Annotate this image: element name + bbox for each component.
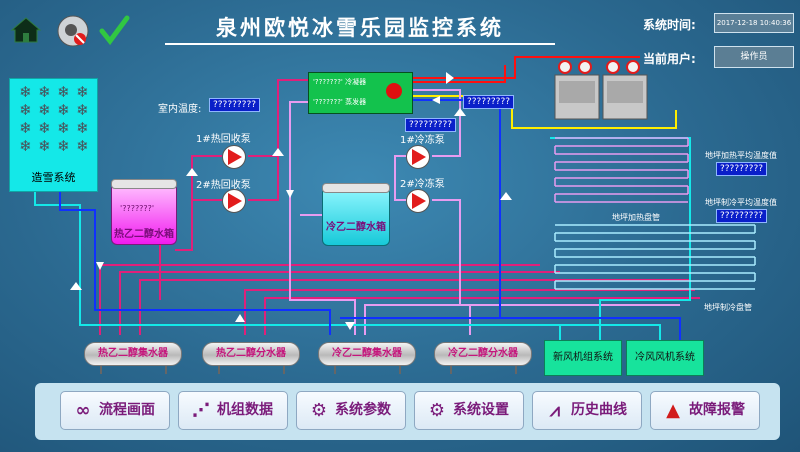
tank-cap [322,183,390,193]
snowflake-grid: ❄❄❄❄ ❄❄❄❄ ❄❄❄❄ ❄❄❄❄ [16,83,92,155]
header-leg [450,366,452,374]
current-user-button[interactable]: 操作员 [714,46,794,68]
current-user-label: 当前用户: [643,52,696,66]
cold-tank-label: 冷乙二醇水箱 [326,222,386,233]
nav-unit-data-label: 机组数据 [217,402,273,418]
snowflake-icon: ❄ [38,137,51,155]
system-time-value: 2017-12-18 10:40:36 [714,13,794,33]
hot-collector[interactable]: 热乙二醇集水器 [84,342,182,366]
snowflake-icon: ❄ [76,119,89,137]
gears-icon: ⚙ [310,400,328,421]
evaporator-temp-value: ????????? [463,95,514,109]
pump-arrow-icon [412,149,426,165]
snowflake-icon: ❄ [76,83,89,101]
cold-air-system[interactable]: 冷风风机系统 [626,340,704,376]
flow-arrows [70,72,512,330]
fresh-air-system[interactable]: 新风机组系统 [544,340,622,376]
snowflake-icon: ❄ [38,83,51,101]
snowflake-icon: ❄ [57,119,70,137]
snowflake-icon: ❄ [38,101,51,119]
recovery-pump-1-label: 1#热回收泵 [196,134,251,145]
indoor-temp-value: ????????? [209,98,260,112]
pump-arrow-icon [412,193,426,209]
snowflake-icon: ❄ [57,137,70,155]
alarm-mute-icon[interactable] [56,14,90,48]
header-leg [165,366,167,374]
nav-system-settings-label: 系统设置 [453,402,509,418]
flow-icon: ∞ [75,400,91,421]
cold-pump-2-label: 2#冷冻泵 [400,179,445,190]
nav-history-curve-label: 历史曲线 [571,402,627,418]
cold-pump-1-label: 1#冷冻泵 [400,135,445,146]
evaporator-text: '???????' 蒸发器 [313,98,367,106]
condenser-evaporator-unit[interactable]: '???????' 冷凝器 '???????' 蒸发器 [308,72,413,114]
alarm-light-icon: ▲ [666,400,680,421]
hot-distributor[interactable]: 热乙二醇分水器 [202,342,300,366]
cold-pump-2[interactable] [406,189,430,213]
snowflake-icon: ❄ [57,101,70,119]
header-leg [334,366,336,374]
nav-unit-data-button[interactable]: ⋰ 机组数据 [178,391,288,430]
system-time-label: 系统时间: [643,18,696,32]
cold-distributor[interactable]: 冷乙二醇分水器 [434,342,532,366]
snowflake-icon: ❄ [19,119,32,137]
unit-data-icon: ⋰ [192,400,210,421]
nav-system-params-button[interactable]: ⚙ 系统参数 [296,391,406,430]
nav-system-settings-button[interactable]: ⚙ 系统设置 [414,391,524,430]
gear-icon: ⚙ [428,400,446,421]
recovery-pump-2-label: 2#热回收泵 [196,180,251,191]
cold-collector[interactable]: 冷乙二醇集水器 [318,342,416,366]
snowflake-icon: ❄ [76,137,89,155]
snowflake-icon: ❄ [76,101,89,119]
floor-cool-avg-value: ????????? [716,209,767,223]
floor-heat-avg-label: 地坪加热平均温度值 [705,151,777,160]
title-underline [165,43,555,45]
snow-system-label: 造雪系统 [31,171,76,184]
nav-flow-button[interactable]: ∞ 流程画面 [60,391,170,430]
floor-cooling-coil-label: 地坪制冷盘管 [704,303,752,312]
checkmark-icon[interactable] [98,14,130,46]
header-leg [399,366,401,374]
snowflake-icon: ❄ [38,119,51,137]
indoor-temp-label: 室内温度: [158,104,202,115]
snowflake-icon: ❄ [57,83,70,101]
floor-heating-coil [554,137,689,203]
nav-flow-label: 流程画面 [99,402,155,418]
snowflake-icon: ❄ [19,83,32,101]
nav-fault-alarm-button[interactable]: ▲ 故障报警 [650,391,760,430]
chart-line-icon: ⩘ [549,400,561,421]
header-leg [100,366,102,374]
page-title: 泉州欧悦冰雪乐园监控系统 [216,15,504,40]
nav-history-curve-button[interactable]: ⩘ 历史曲线 [532,391,642,430]
nav-fault-alarm-label: 故障报警 [689,402,745,418]
snowflake-icon: ❄ [19,101,32,119]
floor-heat-avg-value: ????????? [716,162,767,176]
header-leg [283,366,285,374]
chiller-units[interactable] [553,55,653,121]
nav-system-params-label: 系统参数 [335,402,391,418]
home-icon[interactable] [10,16,42,44]
floor-cooling-coil [554,224,756,290]
hot-tank-label: 热乙二醇水箱 [114,229,174,240]
snowflake-icon: ❄ [19,137,32,155]
hot-tank-value: '???????' [120,204,155,213]
condenser-text: '???????' 冷凝器 [313,78,367,86]
floor-heating-coil-label: 地坪加热盘管 [612,213,660,222]
floor-cool-avg-label: 地坪制冷平均温度值 [705,198,777,207]
hot-glycol-tank[interactable]: '???????' 热乙二醇水箱 [111,179,177,245]
header-leg [218,366,220,374]
tank-cap [111,179,177,189]
running-indicator [386,83,402,99]
pump-arrow-icon [228,149,242,165]
cold-glycol-tank[interactable]: 冷乙二醇水箱 [322,183,390,246]
header-leg [515,366,517,374]
cold-pump-1[interactable] [406,145,430,169]
recovery-pump-1[interactable] [222,145,246,169]
recovery-pump-2[interactable] [222,189,246,213]
snow-system-box[interactable]: ❄❄❄❄ ❄❄❄❄ ❄❄❄❄ ❄❄❄❄ 造雪系统 [9,78,98,192]
cold-pump-value: ????????? [405,118,456,132]
pump-arrow-icon [228,193,242,209]
